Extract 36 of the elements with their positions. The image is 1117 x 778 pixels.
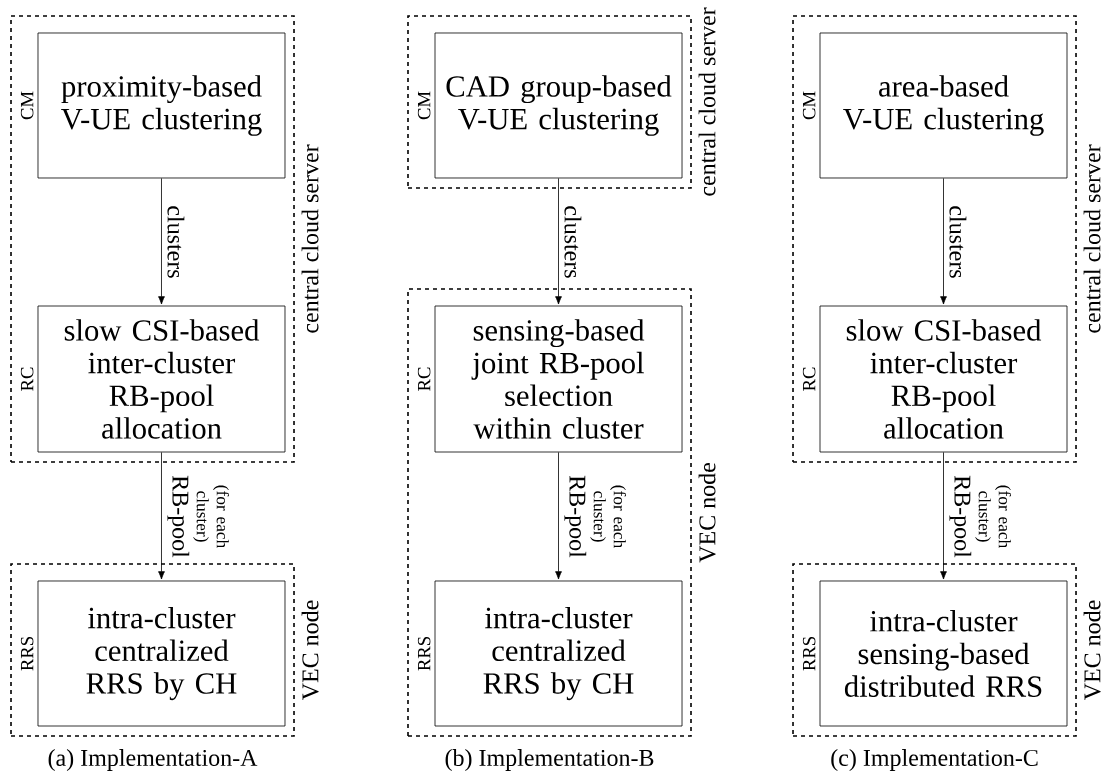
edge-label: clusters	[949, 206, 967, 278]
side-label: RRS	[802, 637, 816, 671]
side-label: RC	[802, 367, 816, 391]
edge-note: (for each cluster)	[193, 485, 229, 549]
edge-note: (for each cluster)	[590, 485, 626, 549]
caption: (b) Implementation-B	[445, 749, 654, 771]
process-box: sensing-based joint RB-pool selection within cluster	[434, 305, 683, 453]
process-box: intra-cluster centralized RRS by CH	[37, 580, 286, 727]
edge-label: RB-pool	[949, 475, 972, 558]
process-box: CAD group-based V-UE clustering	[434, 32, 683, 179]
region-label: central cloud server	[301, 144, 319, 333]
edge-label: RB-pool	[167, 475, 190, 558]
side-label: RRS	[417, 637, 431, 671]
region-label: central cloud server	[698, 7, 716, 196]
edge-note: (for each cluster)	[975, 485, 1011, 549]
side-label: CM	[802, 91, 816, 120]
region-label: central cloud server	[1083, 144, 1101, 333]
side-label: RRS	[20, 637, 34, 671]
side-label: CM	[20, 91, 34, 120]
edge-label: clusters	[564, 206, 582, 278]
process-box: intra-cluster sensing-based distributed RRS	[819, 580, 1068, 727]
process-box: slow CSI-based inter-cluster RB-pool allocation	[819, 305, 1068, 453]
caption: (a) Implementation-A	[48, 749, 258, 771]
region-label: VEC node	[301, 600, 319, 701]
caption: (c) Implementation-C	[831, 749, 1038, 771]
process-box: proximity-based V-UE clustering	[37, 32, 286, 179]
side-label: CM	[417, 91, 431, 120]
side-label: RC	[417, 367, 431, 391]
side-label: RC	[20, 367, 34, 391]
region-label: VEC node	[1083, 600, 1101, 701]
process-box: slow CSI-based inter-cluster RB-pool allocation	[37, 305, 286, 453]
edge-label: RB-pool	[564, 475, 587, 558]
region-label: VEC node	[698, 463, 716, 563]
process-box: intra-cluster centralized RRS by CH	[434, 580, 683, 727]
edge-label: clusters	[167, 206, 185, 278]
process-box: area-based V-UE clustering	[819, 32, 1068, 179]
